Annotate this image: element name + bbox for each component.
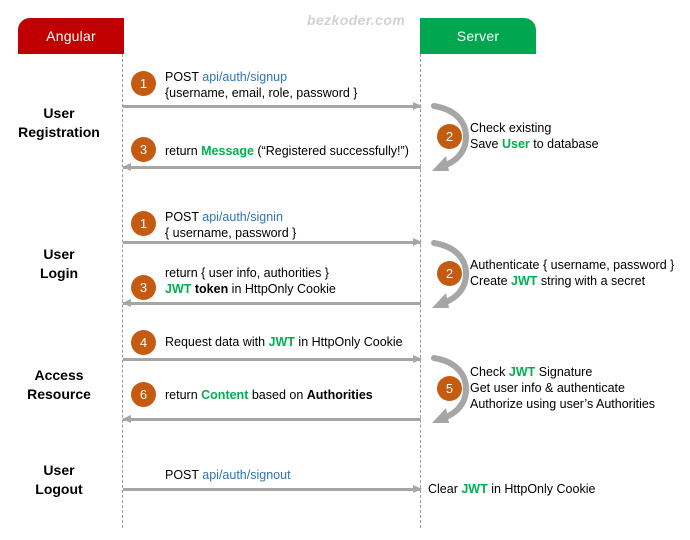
signin-response-line2: JWT token in HttpOnly Cookie <box>165 282 336 296</box>
keyword-message: Message <box>201 144 254 158</box>
keyword-jwt: JWT <box>511 274 538 288</box>
signin-endpoint: api/auth/signin <box>202 210 283 224</box>
arrow-head-right <box>413 484 422 493</box>
signin-response-line1: return { user info, authorities } <box>165 266 329 280</box>
arrow-signin-response <box>122 298 421 307</box>
arrow-head-left <box>122 162 131 171</box>
message-signin-response-text: return { user info, authorities } JWT to… <box>165 265 336 297</box>
arrow-shaft <box>123 105 421 108</box>
signin-payload: { username, password } <box>165 226 297 240</box>
row-label-line2: Registration <box>18 124 100 140</box>
step-badge-1-signin: 1 <box>131 211 156 236</box>
lifeline-client <box>122 54 123 528</box>
step-badge-6-return-content: 6 <box>131 382 156 407</box>
selfloop-icon <box>431 355 470 423</box>
note-line2: Save User to database <box>470 137 599 151</box>
note-clear-jwt: Clear JWT in HttpOnly Cookie <box>428 482 596 496</box>
signup-endpoint: api/auth/signup <box>202 70 288 84</box>
step-badge-5-authorize: 5 <box>437 376 462 401</box>
row-label-user-login: User Login <box>0 245 118 283</box>
step-badge-2-authenticate: 2 <box>437 261 462 286</box>
step-badge-3-signin-response: 3 <box>131 275 156 300</box>
note-line1: Check existing <box>470 121 552 135</box>
actor-label-client: Angular <box>46 28 96 44</box>
arrow-signup-request <box>123 101 422 110</box>
arrow-shaft <box>123 302 421 305</box>
arrow-signup-response <box>122 162 421 171</box>
arrow-signout-request <box>123 484 422 493</box>
selfloop-arrow-server-authenticate <box>428 237 474 311</box>
signup-method: POST <box>165 70 203 84</box>
lifeline-server <box>420 54 421 528</box>
selfloop-arrow-server-check-existing <box>428 100 474 174</box>
selfloop-icon <box>431 103 470 171</box>
row-label-user-logout: User Logout <box>0 461 118 499</box>
message-signout-request-text: POST api/auth/signout <box>165 467 291 483</box>
actor-box-client: Angular <box>18 18 124 54</box>
keyword-jwt: JWT <box>461 482 488 496</box>
arrow-shaft <box>123 241 421 244</box>
keyword-jwt: JWT <box>165 282 192 296</box>
row-label-line1: User <box>43 462 75 478</box>
keyword-jwt: JWT <box>268 335 295 349</box>
row-label-line1: User <box>43 105 75 121</box>
step-badge-1-signup: 1 <box>131 71 156 96</box>
note-authorize: Check JWT Signature Get user info & auth… <box>470 364 655 412</box>
arrow-shaft <box>123 488 421 491</box>
message-resource-response-text: return Content based on Authorities <box>165 388 373 402</box>
arrow-shaft <box>123 166 421 169</box>
signout-endpoint: api/auth/signout <box>202 468 291 482</box>
keyword-authorities: Authorities <box>306 388 373 402</box>
row-label-user-registration: User Registration <box>0 104 118 142</box>
arrow-resource-request <box>123 354 422 363</box>
selfloop-arrow-server-authorize <box>428 352 474 426</box>
arrow-head-right <box>413 101 422 110</box>
note-line1: Authenticate { username, password } <box>470 258 675 272</box>
row-label-line2: Resource <box>27 386 91 402</box>
step-badge-3-signup-response: 3 <box>131 137 156 162</box>
row-label-line2: Logout <box>35 481 83 497</box>
message-signup-response-text: return Message (“Registered successfully… <box>165 144 409 158</box>
keyword-content: Content <box>201 388 249 402</box>
message-resource-request-text: Request data with JWT in HttpOnly Cookie <box>165 335 403 349</box>
signout-method: POST <box>165 468 203 482</box>
arrow-resource-response <box>122 414 421 423</box>
note-line3: Authorize using user’s Authorities <box>470 397 656 411</box>
arrow-shaft <box>123 358 421 361</box>
arrow-head-left <box>122 414 131 423</box>
step-badge-4-request-data: 4 <box>131 330 156 355</box>
keyword-jwt: JWT <box>508 365 536 379</box>
signin-method: POST <box>165 210 203 224</box>
message-signin-request-text: POST api/auth/signin { username, passwor… <box>165 209 296 241</box>
arrow-head-right <box>413 237 422 246</box>
row-label-line1: User <box>43 246 75 262</box>
selfloop-icon <box>431 240 470 308</box>
note-check-existing: Check existing Save User to database <box>470 120 599 152</box>
row-label-access-resource: Access Resource <box>0 366 118 404</box>
arrow-head-right <box>413 354 422 363</box>
arrow-head-left <box>122 298 131 307</box>
watermark: bezkoder.com <box>307 12 406 28</box>
note-line2: Get user info & authenticate <box>470 381 625 395</box>
note-authenticate: Authenticate { username, password } Crea… <box>470 257 674 289</box>
note-line2: Create JWT string with a secret <box>470 274 646 288</box>
note-line1: Check JWT Signature <box>470 365 593 379</box>
message-signup-request-text: POST api/auth/signup {username, email, r… <box>165 69 357 101</box>
keyword-user: User <box>501 137 530 151</box>
arrow-shaft <box>123 418 421 421</box>
signup-payload: {username, email, role, password } <box>165 86 358 100</box>
row-label-line1: Access <box>34 367 84 383</box>
arrow-signin-request <box>123 237 422 246</box>
actor-box-server: Server <box>420 18 536 54</box>
actor-label-server: Server <box>456 28 500 44</box>
row-label-line2: Login <box>39 265 79 281</box>
step-badge-2-check-existing: 2 <box>437 124 462 149</box>
